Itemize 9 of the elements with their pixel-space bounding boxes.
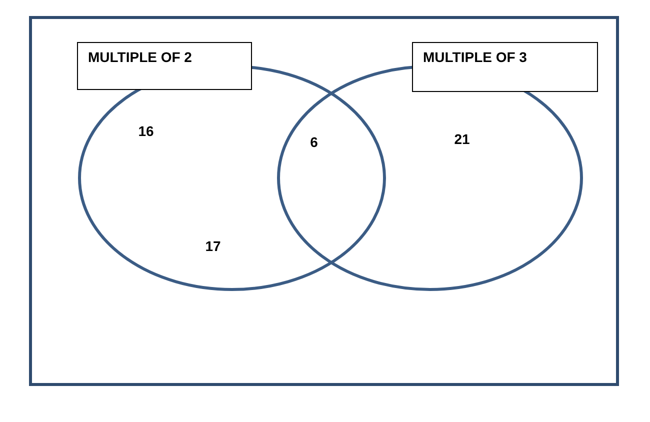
- set-label-box: [77, 42, 252, 90]
- element-number: 21: [454, 131, 470, 147]
- set-title: MULTIPLE OF 3: [423, 49, 527, 65]
- set-label-box: [412, 42, 598, 92]
- universal-set-frame: [29, 16, 619, 386]
- element-number: 16: [138, 123, 154, 139]
- element-number: 17: [205, 238, 221, 254]
- element-number: 6: [310, 134, 318, 150]
- set-title: MULTIPLE OF 2: [88, 49, 192, 65]
